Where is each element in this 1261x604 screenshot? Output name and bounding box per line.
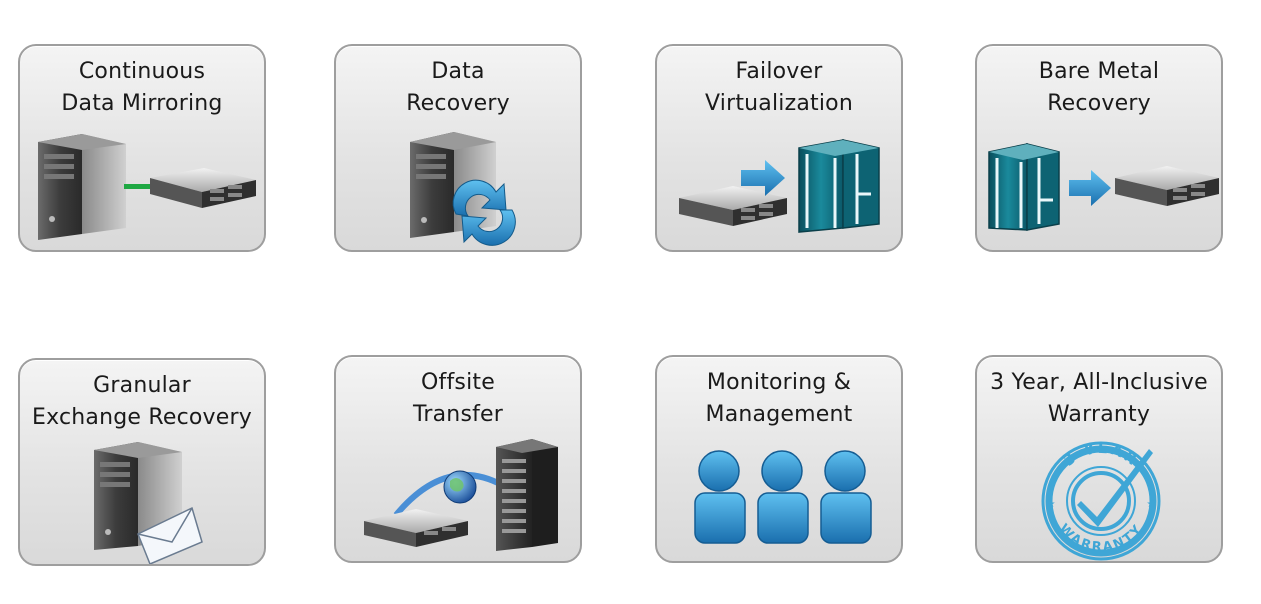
tile-title: Offsite Transfer	[412, 370, 504, 427]
tile-3-year-warranty[interactable]: 3 Year, All-Inclusive Warranty 3 YEAR WA…	[975, 355, 1223, 563]
tile-monitoring-management[interactable]: Monitoring & Management	[655, 355, 903, 563]
svg-text:★: ★	[1047, 499, 1056, 510]
tile-title: Continuous Data Mirroring	[61, 59, 223, 116]
tile-continuous-data-mirroring[interactable]: Continuous Data Mirroring	[18, 44, 266, 252]
tile-title: Granular Exchange Recovery	[32, 373, 252, 430]
tile-title: Failover Virtualization	[705, 59, 853, 116]
tile-granular-exchange-recovery[interactable]: Granular Exchange Recovery	[18, 358, 266, 566]
tile-offsite-transfer[interactable]: Offsite Transfer	[334, 355, 582, 563]
user-icon	[757, 450, 809, 544]
user-icon	[820, 450, 872, 544]
checkmark-icon	[1077, 449, 1153, 527]
warranty-seal-icon: 3 YEAR WARRANTY ★ ★	[1041, 439, 1161, 561]
tile-title: Monitoring & Management	[705, 370, 853, 427]
rack-server-globe-datacenter-icon	[364, 439, 558, 551]
tower-server-to-rack-server-icon	[38, 134, 256, 240]
seal-top-text: 3 YEAR	[1060, 439, 1142, 470]
rack-server-to-virtual-server-icon	[679, 139, 880, 233]
three-users-icon	[694, 450, 872, 544]
tile-data-recovery[interactable]: Data Recovery	[334, 44, 582, 252]
tile-bare-metal-recovery[interactable]: Bare Metal Recovery	[975, 44, 1223, 252]
server-recovery-arrows-icon	[410, 132, 516, 246]
virtual-server-to-rack-server-icon	[988, 143, 1219, 231]
tile-failover-virtualization[interactable]: Failover Virtualization	[655, 44, 903, 252]
tile-title: 3 Year, All-Inclusive Warranty	[990, 370, 1208, 427]
envelope-icon	[137, 506, 203, 564]
svg-text:★: ★	[1147, 499, 1156, 510]
tile-title: Bare Metal Recovery	[1038, 59, 1160, 116]
server-with-envelope-icon	[94, 442, 203, 564]
tile-title: Data Recovery	[406, 59, 510, 116]
user-icon	[694, 450, 746, 544]
